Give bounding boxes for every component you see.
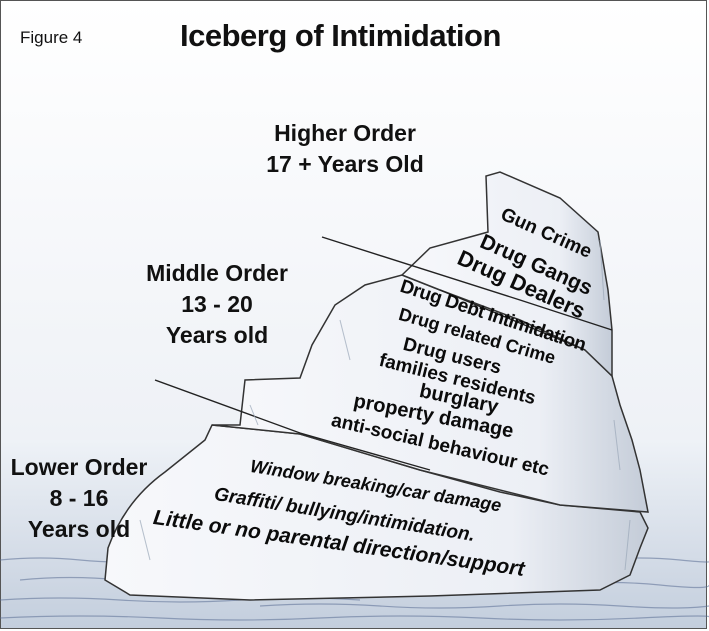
figure-label: Figure 4 — [20, 28, 83, 47]
iceberg-top-tier — [400, 171, 613, 378]
lower-order-name: Lower Order — [10, 454, 148, 480]
lower-order-label: Lower Order 8 - 16 Years old — [4, 452, 154, 545]
diagram-title: Iceberg of Intimidation — [180, 18, 501, 53]
middle-order-name: Middle Order — [146, 260, 288, 286]
lower-order-age-unit: Years old — [27, 516, 131, 542]
middle-order-age: 13 - 20 — [181, 291, 253, 317]
lower-order-age: 8 - 16 — [49, 485, 109, 511]
higher-order-age: 17 + Years Old — [266, 151, 424, 177]
higher-order-label: Higher Order 17 + Years Old — [240, 118, 450, 180]
higher-order-name: Higher Order — [274, 120, 416, 146]
middle-order-age-unit: Years old — [165, 322, 269, 348]
tier-divider-lines — [154, 236, 613, 471]
ice-shading — [139, 239, 631, 571]
middle-order-label: Middle Order 13 - 20 Years old — [132, 258, 302, 351]
